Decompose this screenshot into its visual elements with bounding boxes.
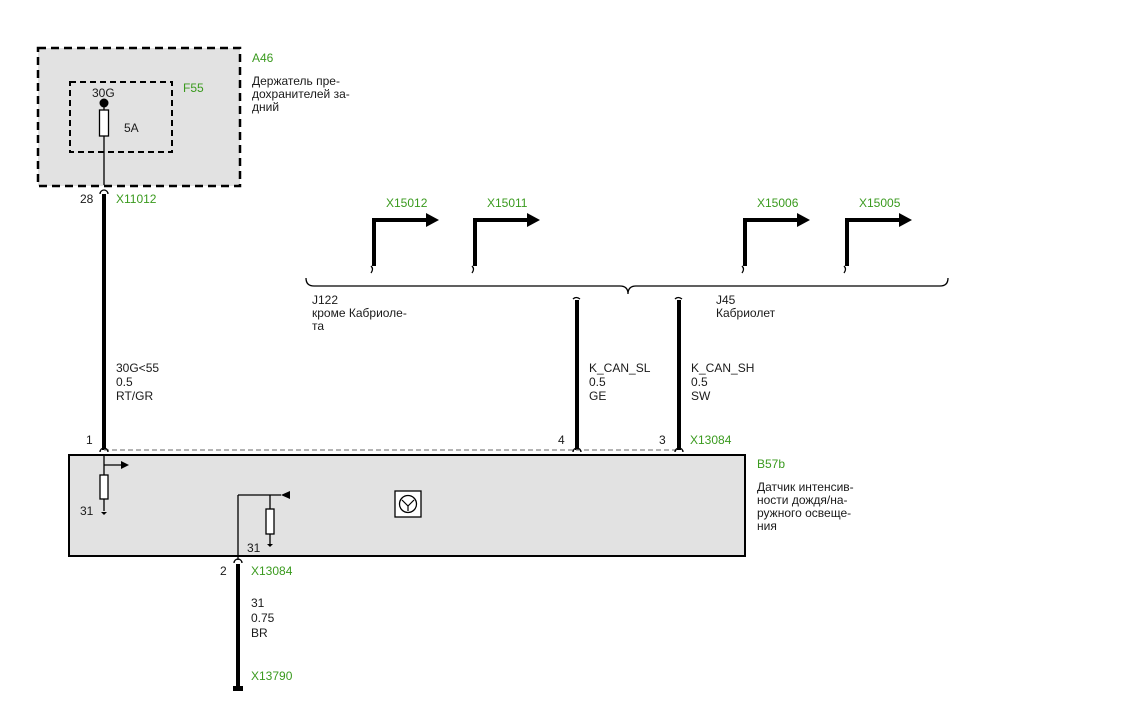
fuse-holder-id: A46 xyxy=(252,51,274,65)
wire-can-l-label-3: GE xyxy=(589,389,606,403)
ground-pin: 2 xyxy=(220,564,227,578)
arrow-x15005: X15005 xyxy=(843,196,912,274)
brace xyxy=(305,277,949,295)
wire-can-h-label-3: SW xyxy=(691,389,711,403)
fuse-holder-desc-2: дохранителей за- xyxy=(252,87,350,101)
fuse-rating-label: 5A xyxy=(124,121,139,135)
arrow-x15011: X15011 xyxy=(471,196,540,274)
resistor-right-icon xyxy=(265,508,275,535)
sensor-symbol-icon xyxy=(394,490,422,518)
wire-can-l-label-2: 0.5 xyxy=(589,375,606,389)
connector-x13084-bottom-id: X13084 xyxy=(251,564,293,578)
connector-x11012-pin: 28 xyxy=(80,192,94,206)
arrow-x15006: X15006 xyxy=(741,196,810,274)
wire-power-label-2: 0.5 xyxy=(116,375,133,389)
brace-left-2: кроме Кабриоле- xyxy=(312,306,407,320)
arrow-x15006-label: X15006 xyxy=(757,196,799,210)
ground-point-id: X13790 xyxy=(251,669,293,683)
signal-arrow-icon xyxy=(121,461,129,469)
wire-ground-label-1: 31 xyxy=(251,596,265,610)
ground-inner-label: 31 xyxy=(247,541,261,555)
fuse-inner-box xyxy=(69,81,173,153)
ground-left-label: 31 xyxy=(80,504,94,518)
wire-power-label-1: 30G<55 xyxy=(116,361,159,375)
connector-x11012-icon xyxy=(99,189,109,195)
fuse-holder-desc-1: Держатель пре- xyxy=(252,74,340,88)
pin-can-l: 4 xyxy=(558,433,565,447)
wire-ground-label-2: 0.75 xyxy=(251,611,275,625)
wire-can-h-label-1: K_CAN_SH xyxy=(691,361,754,375)
connector-x11012-id: X11012 xyxy=(116,192,157,206)
sensor-desc-3: ружного освеще- xyxy=(757,506,851,520)
arrow-x15005-label: X15005 xyxy=(859,196,901,210)
fuse-terminal-label: 30G xyxy=(92,86,115,100)
brace-right-1: J45 xyxy=(716,293,736,307)
wire-ground-label-3: BR xyxy=(251,626,268,640)
ground-left-icon xyxy=(101,512,107,515)
ground-point-icon xyxy=(233,686,243,691)
fuse-id-label: F55 xyxy=(183,81,204,95)
brace-left-3: та xyxy=(312,319,324,333)
signal-arrow-in-icon xyxy=(281,491,290,499)
connector-x13084-top-id: X13084 xyxy=(690,433,732,447)
fuse-holder-box xyxy=(36,46,242,188)
brace-right-2: Кабриолет xyxy=(716,306,776,320)
ground-inner-icon xyxy=(267,544,273,547)
pin-power: 1 xyxy=(86,433,93,447)
fuse-icon xyxy=(98,109,110,137)
pin-can-h: 3 xyxy=(659,433,666,447)
brace-left-1: J122 xyxy=(312,293,338,307)
fuse-holder-desc-3: дний xyxy=(252,100,279,114)
arrow-x15012-label: X15012 xyxy=(386,196,428,210)
sensor-desc-1: Датчик интенсив- xyxy=(757,480,854,494)
connector-x13084-bottom-icon xyxy=(233,558,243,564)
sensor-desc-4: ния xyxy=(757,519,777,533)
wire-can-l-label-1: K_CAN_SL xyxy=(589,361,651,375)
wire-can-h-label-2: 0.5 xyxy=(691,375,708,389)
wire-power-label-3: RT/GR xyxy=(116,389,153,403)
arrow-x15011-label: X15011 xyxy=(487,196,528,210)
arrow-x15012: X15012 xyxy=(370,196,439,274)
resistor-left-icon xyxy=(99,474,109,500)
sensor-id: B57b xyxy=(757,457,785,471)
sensor-desc-2: ности дождя/на- xyxy=(757,493,848,507)
